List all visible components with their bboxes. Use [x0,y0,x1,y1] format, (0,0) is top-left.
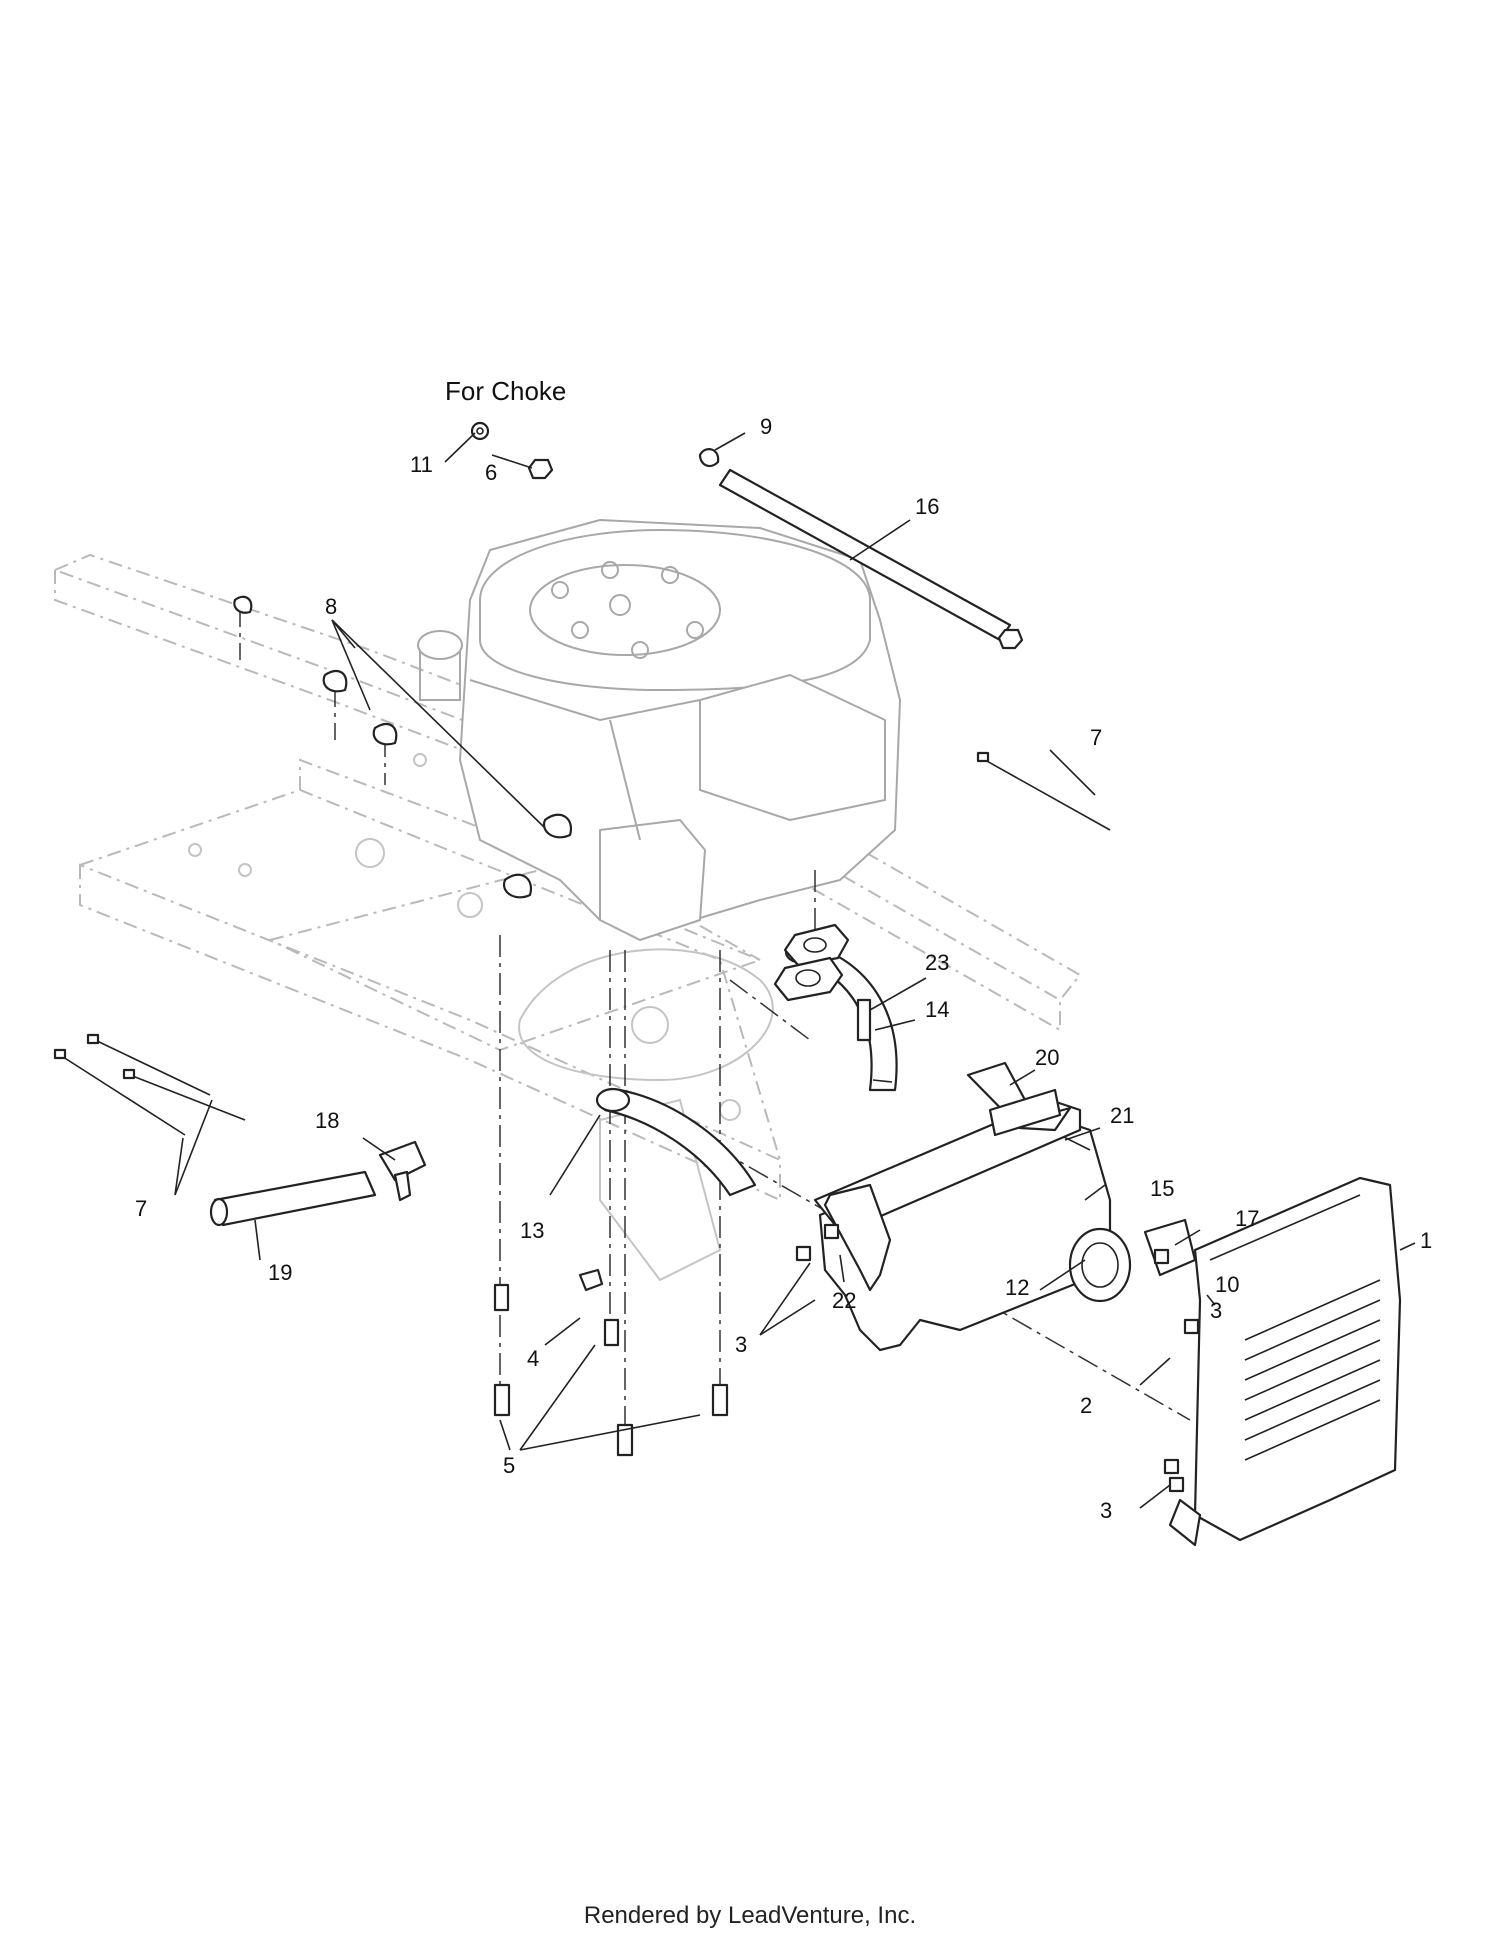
callout-23: 23 [925,950,949,975]
callout-6: 6 [485,460,497,485]
footer-credit: Rendered by LeadVenture, Inc. [583,1902,917,1929]
callout-12: 12 [1005,1275,1029,1300]
callout-labels: For Choke 1 2 3 3 3 4 5 6 7 7 8 9 10 11 … [135,376,1432,1523]
callout-16: 16 [915,494,939,519]
callout-19: 19 [268,1260,292,1285]
callout-8: 8 [325,594,337,619]
callout-5: 5 [503,1453,515,1478]
callout-15: 15 [1150,1176,1174,1201]
callout-13: 13 [520,1218,544,1243]
exhaust-stud [856,998,872,1042]
callout-4: 4 [527,1346,539,1371]
muffler-mount-bracket [813,1061,1082,1292]
callout-11: 11 [410,452,433,477]
engine-ghost [417,519,901,941]
cable-ties [53,751,1111,1136]
callout-leader-lines [174,432,1416,1509]
callout-20: 20 [1035,1045,1059,1070]
small-hardware [233,421,1200,1493]
callout-7-right: 7 [1090,725,1102,750]
long-tube-19 [209,1170,377,1227]
callout-3-shield: 3 [1100,1498,1112,1523]
callout-1: 1 [1420,1228,1432,1253]
callout-10: 10 [1215,1272,1239,1297]
note-for-choke: For Choke [445,376,566,406]
callout-2: 2 [1080,1393,1092,1418]
callout-7-left: 7 [135,1196,147,1221]
callout-22: 22 [832,1288,856,1313]
callout-18: 18 [315,1108,339,1133]
heat-shield-vents [1244,1279,1381,1461]
callout-3-bracket: 3 [735,1332,747,1357]
exhaust-pipes [595,939,898,1197]
callout-14: 14 [925,997,949,1022]
exhaust-gaskets [773,923,850,1002]
muffler [818,1118,1197,1352]
callout-21: 21 [1110,1103,1134,1128]
callout-3-extra: 3 [1210,1298,1222,1323]
callout-17: 17 [1235,1206,1259,1231]
muffler-heat-shield [1168,1176,1402,1547]
callout-9: 9 [760,414,772,439]
